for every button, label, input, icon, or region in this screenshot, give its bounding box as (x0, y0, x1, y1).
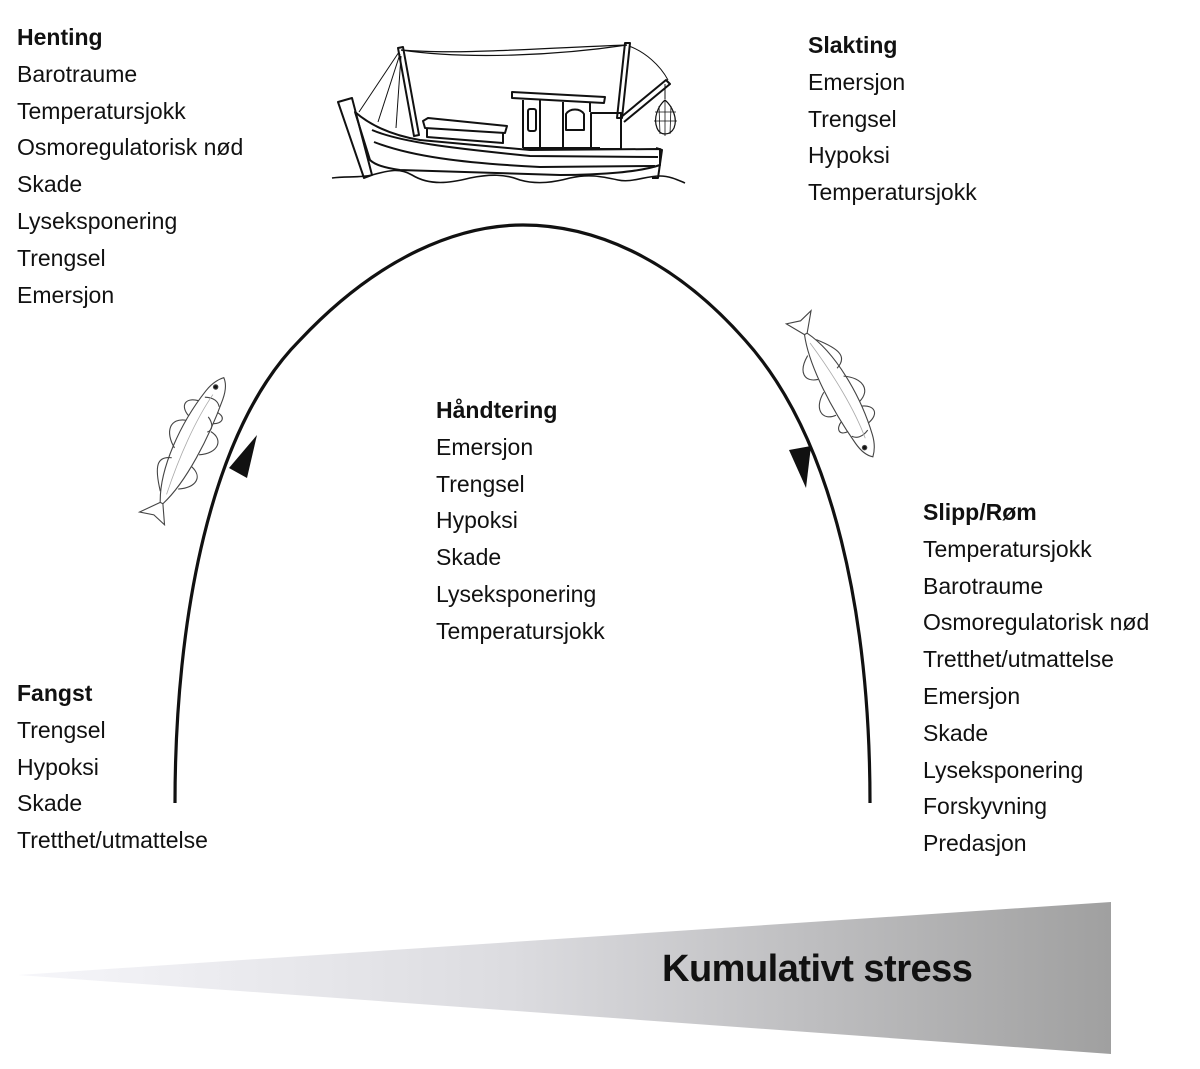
arrow-down-icon (789, 446, 811, 488)
stressor-item: Emersjon (808, 68, 906, 95)
stage-title: Fangst (17, 680, 93, 706)
stage-slakting: Slakting Emersjon Trengsel Hypoksi Tempe… (808, 27, 977, 211)
stage-fangst: Fangst Trengsel Hypoksi Skade Tretthet/u… (17, 675, 208, 859)
stressor-item: Trengsel (17, 716, 106, 743)
stressor-item: Predasjon (923, 830, 1027, 857)
stressor-item: Temperatursjokk (808, 179, 977, 206)
stressor-item: Trengsel (17, 244, 106, 271)
fish-ascending-icon (137, 376, 226, 527)
stressor-item: Hypoksi (808, 142, 890, 169)
stressor-item: Emersjon (923, 682, 1021, 709)
stressor-item: Forskyvning (923, 793, 1047, 820)
cumulative-stress-label: Kumulativt stress (662, 948, 973, 990)
stage-title: Slakting (808, 32, 898, 58)
stressor-item: Osmoregulatorisk nød (923, 609, 1150, 636)
stage-title: Henting (17, 24, 103, 50)
stressor-item: Lyseksponering (17, 207, 178, 234)
stage-henting: Henting Barotraume Temperatursjokk Osmor… (17, 19, 243, 313)
arrow-up-icon (229, 435, 257, 478)
stressor-item: Emersjon (436, 433, 534, 460)
stressor-item: Lyseksponering (436, 580, 597, 607)
stressor-item: Skade (17, 171, 83, 198)
stressor-item: Tretthet/utmattelse (923, 646, 1114, 673)
stage-title: Håndtering (436, 397, 558, 423)
stage-title: Slipp/Røm (923, 499, 1037, 525)
stressor-item: Trengsel (436, 470, 525, 497)
stage-handtering: Håndtering Emersjon Trengsel Hypoksi Ska… (436, 392, 605, 650)
stressor-item: Hypoksi (436, 507, 518, 534)
fish-descending-icon (784, 309, 876, 458)
stressor-item: Skade (923, 719, 989, 746)
process-arc (173, 223, 872, 804)
stressor-item: Temperatursjokk (17, 97, 186, 124)
stressor-item: Temperatursjokk (923, 535, 1092, 562)
stressor-item: Temperatursjokk (436, 617, 605, 644)
cumulative-stress-wedge (18, 902, 1111, 1054)
stressor-item: Trengsel (808, 105, 897, 132)
fishing-boat-icon (331, 42, 686, 184)
stressor-item: Lyseksponering (923, 756, 1084, 783)
stressor-item: Osmoregulatorisk nød (17, 134, 244, 161)
stressor-item: Tretthet/utmattelse (17, 827, 208, 854)
stressor-item: Barotraume (17, 60, 138, 87)
stage-slipp-rom: Slipp/Røm Temperatursjokk Barotraume Osm… (923, 494, 1149, 862)
stressor-item: Hypoksi (17, 753, 99, 780)
stressor-item: Skade (17, 790, 83, 817)
stressor-item: Skade (436, 544, 502, 571)
stressor-item: Emersjon (17, 281, 115, 308)
stressor-item: Barotraume (923, 572, 1044, 599)
